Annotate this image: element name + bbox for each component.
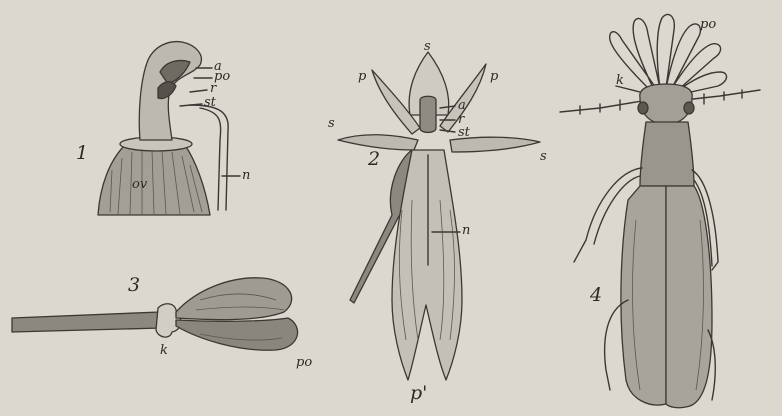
fig2-label-s-right: s [540,150,547,163]
fig2-label-a: a [458,99,466,112]
fig2-label-p-right: p [490,70,498,83]
figure-2-drawing [338,52,540,380]
fig3-label-k: k [160,344,168,357]
fig4-elytron-right [666,186,712,408]
fig2-label-n: n [462,224,470,237]
fig1-label-r: r [210,82,216,95]
fig1-number: 1 [76,144,88,163]
fig3-label-po: po [296,356,312,369]
fig2-number: 2 [368,150,380,169]
fig3-number: 3 [128,276,140,295]
figure-4-drawing [560,14,760,407]
fig1-label-po: po [214,70,230,83]
fig4-antenna-left [560,100,648,114]
fig3-proboscis [12,312,162,332]
fig2-label-p-prime: p' [410,384,427,403]
fig4-label-k: k [616,74,624,87]
fig2-label-s-left: s [328,117,335,130]
fig2-column [420,96,436,132]
fig2-label-s-top: s [424,40,431,53]
fig4-label-po: po [700,18,716,31]
fig4-number: 4 [590,286,602,305]
fig1-label-st: st [204,96,216,109]
fig2-label-st: st [458,126,470,139]
fig2-label-p-left: p [358,70,366,83]
fig1-label-ov: ov [132,178,147,191]
fig4-elytron-left [621,186,666,405]
fig4-pronotum [640,122,694,186]
fig3-pollinium-lower [176,318,298,350]
fig3-pollinium-upper [176,278,292,320]
figure-3-drawing [12,278,298,350]
fig1-label-n: n [242,169,250,182]
fig4-antenna-right [684,90,760,104]
fig1-pollinia [158,82,176,99]
fig4-head [640,84,692,124]
